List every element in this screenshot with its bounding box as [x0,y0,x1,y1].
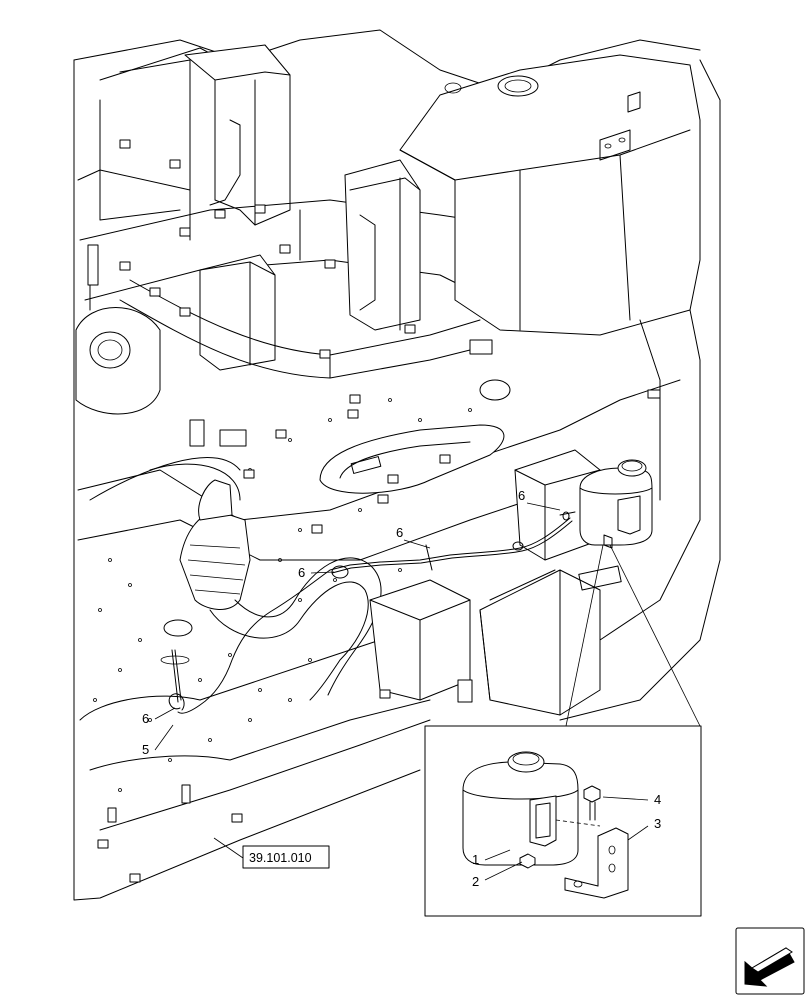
main-callouts: 6 6 6 6 5 [142,488,561,757]
navigation-arrow-icon[interactable] [735,927,805,995]
callout-2: 2 [472,874,479,889]
reference-box-label: 39.101.010 [249,851,312,865]
washer-tank-installed [579,459,653,549]
callout-1: 1 [472,852,479,867]
deck-holes [93,398,472,792]
detail-inset: 4 3 1 2 [424,725,702,917]
reference-box[interactable]: 39.101.010 [213,837,330,869]
washer-hose [177,517,571,714]
callout-4: 4 [654,792,661,807]
callout-6-tank: 6 [518,488,525,503]
machine-frame-drawing [73,29,721,901]
callout-5: 5 [142,742,149,757]
callout-6-center: 6 [396,525,403,540]
clip-brackets [87,139,661,883]
callout-6-left: 6 [298,565,305,580]
callout-3: 3 [654,816,661,831]
callout-6-lower: 6 [142,711,149,726]
